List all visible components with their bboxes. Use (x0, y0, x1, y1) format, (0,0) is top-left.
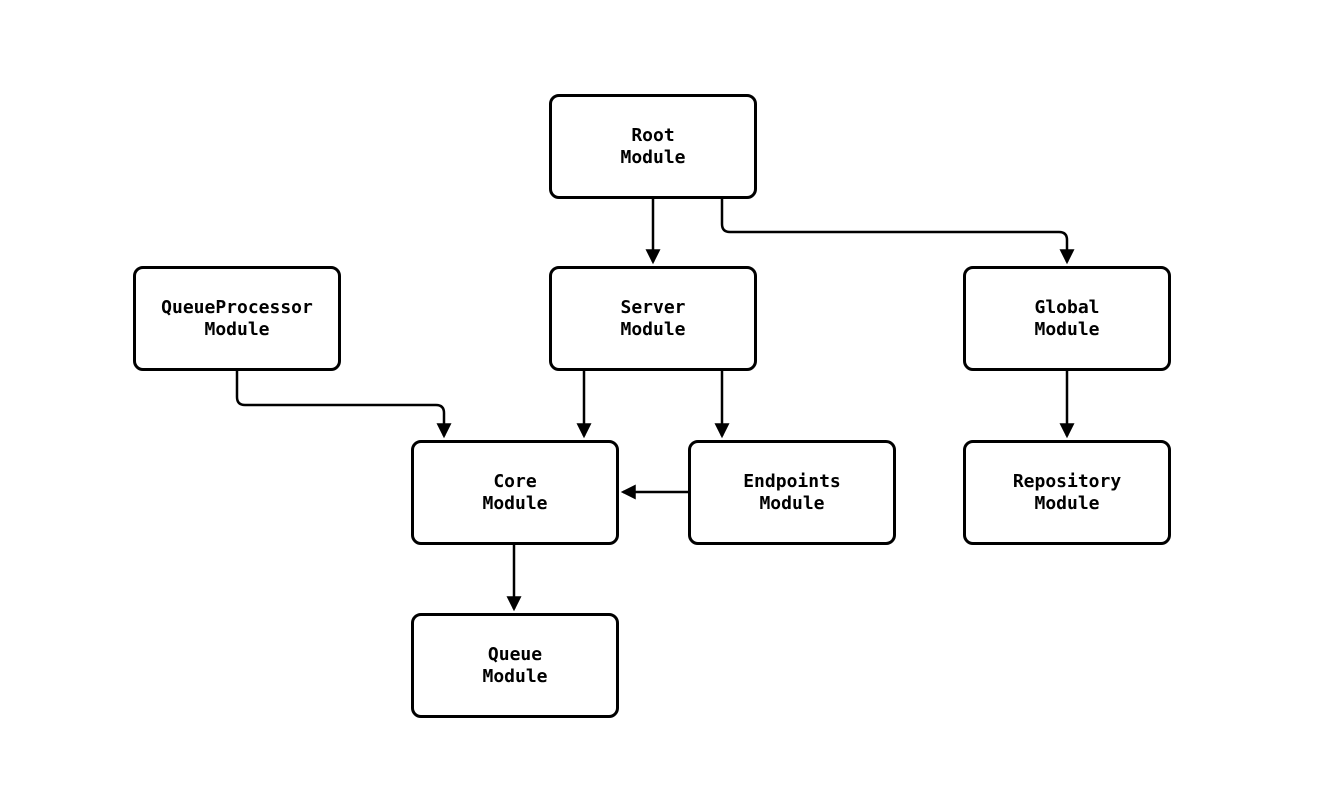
node-global-module: Global Module (963, 266, 1171, 371)
node-queueprocessor-module: QueueProcessor Module (133, 266, 341, 371)
node-server-module: Server Module (549, 266, 757, 371)
node-root-module-label: Root Module (620, 124, 686, 168)
node-queue-module: Queue Module (411, 613, 619, 718)
node-root-module: Root Module (549, 94, 757, 199)
node-queueprocessor-module-label: QueueProcessor Module (161, 296, 313, 340)
edge-root-to-global (720, 198, 1075, 265)
node-endpoints-module: Endpoints Module (688, 440, 896, 545)
node-core-module-label: Core Module (482, 470, 548, 514)
node-endpoints-module-label: Endpoints Module (743, 470, 841, 514)
node-repository-module-label: Repository Module (1012, 470, 1122, 514)
node-global-module-label: Global Module (1034, 296, 1100, 340)
node-core-module: Core Module (411, 440, 619, 545)
node-server-module-label: Server Module (620, 296, 686, 340)
edge-queueprocessor-to-core (235, 370, 452, 439)
node-repository-module: Repository Module (963, 440, 1171, 545)
node-queue-module-label: Queue Module (482, 643, 548, 687)
